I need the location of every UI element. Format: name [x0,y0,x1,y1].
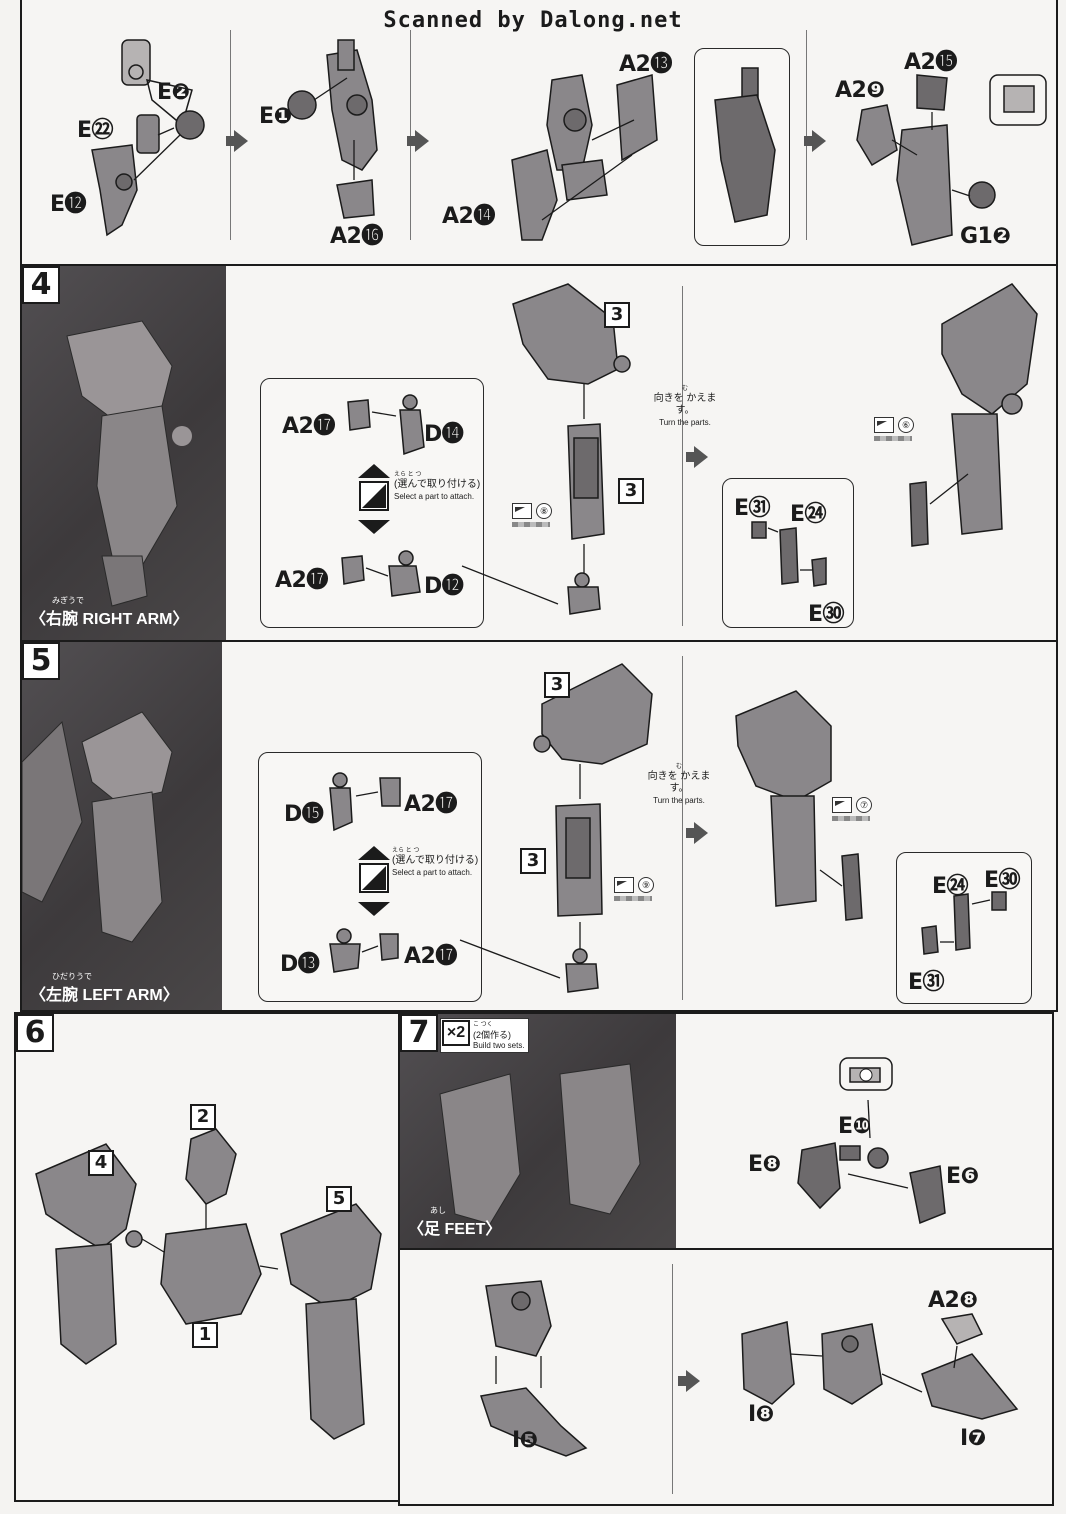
feet-bottom-parts-1 [480,1280,588,1457]
part-label-a2-17: A2⓱ [404,792,457,817]
swap-arrows-icon [358,464,390,534]
left-arm-caption: ひだりうで 〈左腕 LEFT ARM〉 [30,972,179,1004]
leader-line [459,939,561,979]
final-assembly-illustration [35,1128,382,1440]
flow-arrow-icon [678,1370,700,1392]
left-arm-result [735,690,863,921]
feet-caption: あし 〈足 FEET〉 [408,1206,502,1238]
part-label-a2-17b: A2⓱ [275,568,328,593]
sticker-8: ⑧ [512,502,552,527]
sub-assembly-parts [751,521,827,587]
step3-inset-part [714,67,776,223]
part-label-a2-14: A2⓮ [442,204,495,229]
right-arm-caption: みぎうで 〈右腕 RIGHT ARM〉 [30,596,189,628]
flow-arrow-icon [804,130,826,152]
part-label-i7: I❼ [960,1426,986,1451]
part-label-a2-17: A2⓱ [282,414,335,439]
swap-arrows-icon [358,846,390,916]
part-label-e24: E㉔ [790,502,827,527]
flow-arrow-icon [226,130,248,152]
part-label-d12: D⓬ [424,574,464,599]
step4-panel: 4 みぎうで 〈右腕 RIGHT ARM〉 A2⓱ D⓮ えら と つ (選んで… [20,264,1058,642]
ref-box-4: 4 [88,1150,114,1176]
feet-top-parts [797,1057,946,1225]
feet-bottom-parts-2 [741,1313,1019,1420]
part-label-e22: E㉒ [77,118,114,143]
step-number: 7 [400,1014,438,1052]
step-number: 6 [16,1014,54,1052]
flow-arrow-icon [686,822,708,844]
part-label-e2: E❷ [157,80,190,105]
scan-watermark: Scanned by Dalong.net [383,8,683,33]
option-a-parts [347,394,425,456]
part-label-e8: E❽ [748,1152,781,1177]
turn-parts-note: む 向きを かえます。 Turn the parts. [647,764,711,805]
part-label-i8: I❽ [748,1402,774,1427]
left-arm-photo [22,642,222,1010]
part-label-e30: E㉚ [808,602,845,627]
flow-arrow-icon [407,130,429,152]
sticker-9: ⑨ [614,876,654,901]
option-b-parts [341,550,421,597]
part-label-a2-16: A2⓰ [330,224,383,249]
sub-assembly-parts [921,891,1007,955]
part-label-e12: E⓬ [50,192,87,217]
ref-box-3: 3 [604,302,630,328]
sticker-6: ⑥ [874,416,914,441]
part-label-g1-2: G1❷ [960,224,1011,249]
right-arm-photo [22,266,226,640]
part-label-a2-17b: A2⓱ [404,944,457,969]
part-label-a2-13: A2⓭ [619,52,672,77]
step-number: 5 [22,642,60,680]
part-label-a2-8: A2❽ [928,1288,978,1313]
step3-panel: E㉒ E❷ E⓬ E❶ A2⓰ A2⓭ A2⓮ [20,0,1058,266]
turn-parts-note: む 向きを かえます。 Turn the parts. [653,386,717,427]
select-part-note: えら と つ (選んで取り付ける) Select a part to attac… [394,472,481,501]
part-label-d14: D⓮ [424,422,464,447]
step3-part-illustration-1 [91,39,205,237]
ref-box-5: 5 [326,1186,352,1212]
right-arm-assembly [512,283,631,615]
step6-panel: 6 2 4 5 1 1 [14,1012,400,1502]
part-label-d13: D⓭ [280,952,320,977]
ref-box-1: 1 [192,1322,218,1348]
part-label-e31: E㉛ [908,970,945,995]
part-label-d15: D⓯ [284,802,324,827]
part-label-e24: E㉔ [932,874,969,899]
build-two-sets-note: ×2 こ つく (2個作る) Build two sets. [440,1018,529,1053]
part-label-i5: I❺ [512,1428,538,1453]
flow-arrow-icon [686,446,708,468]
part-label-a2-9: A2❾ [835,78,885,103]
option-b-parts [329,928,399,973]
part-label-e1: E❶ [259,104,292,129]
select-part-note: えら と つ (選んで取り付ける) Select a part to attac… [392,848,479,877]
part-label-e6: E❻ [946,1164,979,1189]
ref-box-3: 3 [520,848,546,874]
part-label-a2-15: A2⓯ [904,50,957,75]
left-arm-assembly [533,663,653,993]
sticker-7: ⑦ [832,796,872,821]
part-label-e30: E㉚ [984,868,1021,893]
step-number: 4 [22,266,60,304]
step3-part-illustration-4 [856,74,1047,246]
step3-part-illustration-2 [287,39,378,219]
step7-panel: 7 ×2 こ つく (2個作る) Build two sets. あし 〈足 F… [398,1012,1054,1506]
ref-box-3: 3 [544,672,570,698]
part-label-e10: E❿ [838,1114,871,1139]
ref-box-2: 2 [190,1104,216,1130]
step3-part-illustration-3 [511,74,658,241]
ref-box-3: 3 [618,478,644,504]
part-label-e31: E㉛ [734,496,771,521]
feet-photo [400,1014,676,1250]
right-arm-result [909,283,1038,547]
leader-line [461,565,559,605]
option-a-parts [329,772,401,832]
step5-panel: 5 ひだりうで 〈左腕 LEFT ARM〉 D⓯ A2⓱ えら と つ (選んで… [20,640,1058,1012]
